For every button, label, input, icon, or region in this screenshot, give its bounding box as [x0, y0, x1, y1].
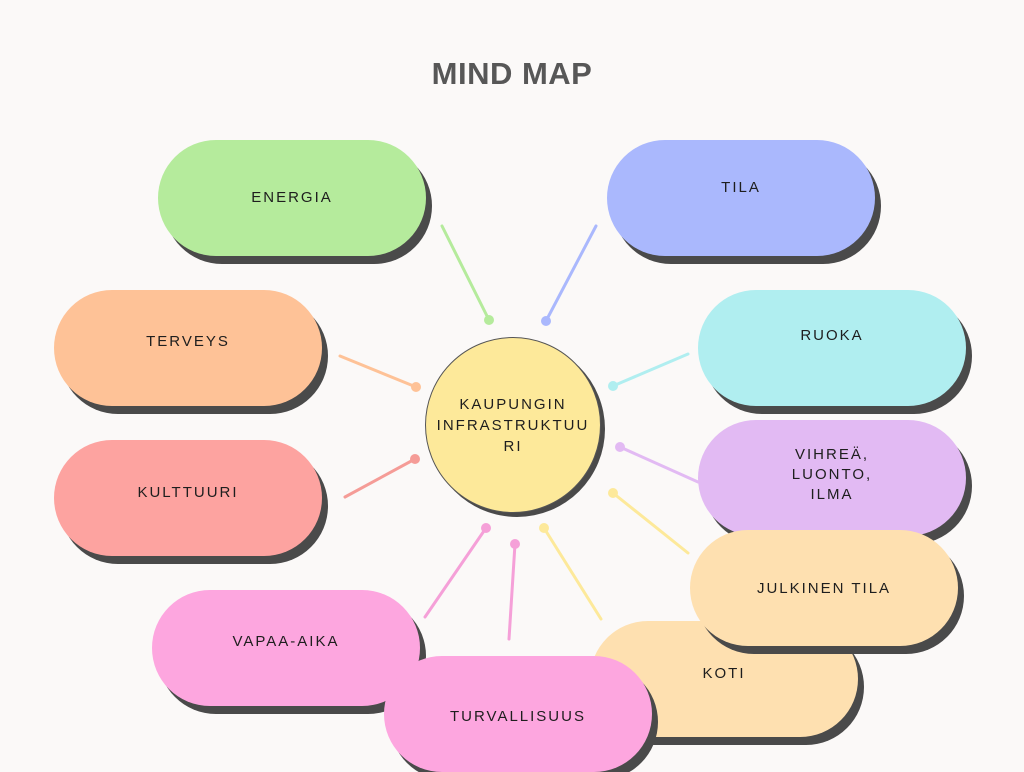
- node-kulttuuri[interactable]: KULTTUURI: [54, 440, 322, 556]
- connector-dot: [411, 382, 421, 392]
- node-label: RUOKA: [800, 327, 864, 344]
- connector-dot: [510, 539, 520, 549]
- connector-line: [611, 491, 690, 555]
- connector-line: [440, 224, 491, 322]
- node-label: KOTI: [702, 665, 746, 682]
- node-label: TILA: [721, 179, 761, 196]
- center-node[interactable]: KAUPUNGIN INFRASTRUKTUU RI: [425, 337, 601, 513]
- connector-koti: [539, 523, 603, 621]
- connector-dot: [608, 381, 618, 391]
- node-vapaa-aika[interactable]: VAPAA-AIKA: [152, 590, 420, 706]
- connector-energia: [440, 224, 494, 325]
- node-turvallisuus[interactable]: TURVALLISUUS: [384, 656, 652, 772]
- connector-dot: [410, 454, 420, 464]
- connector-terveys: [338, 354, 421, 392]
- connector-line: [507, 542, 517, 641]
- connector-vapaa-aika: [423, 523, 491, 619]
- center-label: KAUPUNGIN INFRASTRUKTUU RI: [436, 395, 590, 455]
- connector-line: [423, 526, 488, 619]
- connector-line: [343, 457, 417, 499]
- connector-dot: [484, 315, 494, 325]
- node-label: TURVALLISUUS: [450, 708, 586, 725]
- connector-line: [611, 352, 690, 388]
- connector-dot: [541, 316, 551, 326]
- node-julkinen-tila[interactable]: JULKINEN TILA: [690, 530, 958, 646]
- node-label: KULTTUURI: [137, 484, 239, 501]
- node-label: JULKINEN TILA: [756, 580, 892, 597]
- connector-ruoka: [608, 352, 690, 391]
- node-label: VAPAA-AIKA: [232, 633, 340, 650]
- node-ruoka[interactable]: RUOKA: [698, 290, 966, 406]
- node-energia[interactable]: ENERGIA: [158, 140, 426, 256]
- connector-line: [542, 526, 603, 621]
- connector-tila: [541, 224, 598, 326]
- connector-line: [338, 354, 418, 389]
- connector-turvallisuus: [507, 539, 520, 641]
- connector-dot: [615, 442, 625, 452]
- node-label: ENERGIA: [251, 189, 333, 206]
- node-label: VIHREÄ, LUONTO, ILMA: [791, 446, 873, 503]
- node-terveys[interactable]: TERVEYS: [54, 290, 322, 406]
- node-tila[interactable]: TILA: [607, 140, 875, 256]
- connector-line: [618, 445, 700, 484]
- connector-line: [544, 224, 598, 323]
- connector-kulttuuri: [343, 454, 420, 499]
- node-vihrea[interactable]: VIHREÄ, LUONTO, ILMA: [698, 420, 966, 536]
- connector-dot: [608, 488, 618, 498]
- node-label: TERVEYS: [146, 333, 230, 350]
- connector-julkinen-tila: [608, 488, 690, 555]
- page-title: MIND MAP: [431, 56, 593, 91]
- connector-vihrea: [615, 442, 700, 484]
- connector-dot: [539, 523, 549, 533]
- connector-dot: [481, 523, 491, 533]
